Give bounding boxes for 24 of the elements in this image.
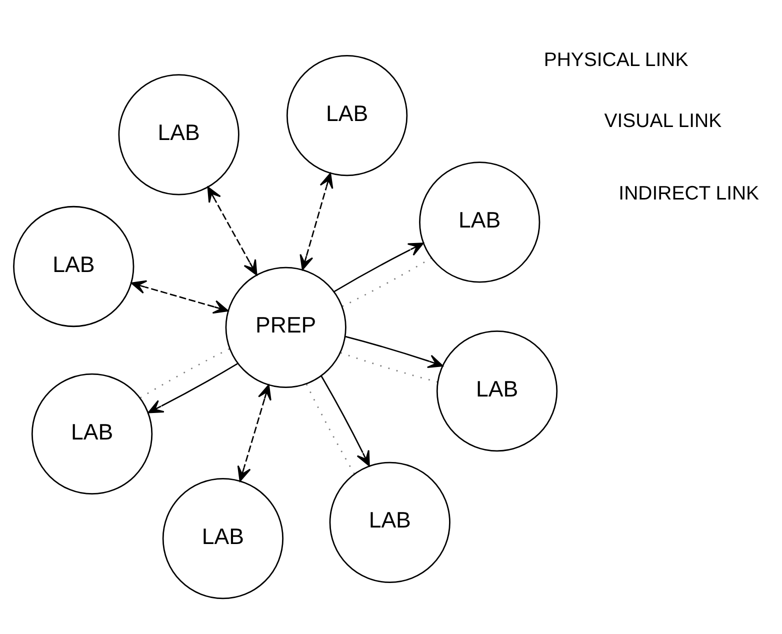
arrow — [237, 384, 272, 482]
arrow — [345, 336, 444, 368]
node-circle: LAB — [329, 462, 450, 584]
node-circle: LAB — [31, 373, 153, 495]
arrow — [300, 172, 334, 270]
legend-label: INDIRECT LINK — [618, 182, 760, 205]
node-circle: LAB — [118, 74, 240, 196]
node-circle: LAB — [436, 330, 558, 452]
connector — [340, 352, 438, 383]
arrow — [334, 242, 424, 292]
arrow — [320, 376, 370, 466]
node-circle: LAB — [162, 478, 284, 600]
legend-label: VISUAL LINK — [604, 110, 722, 132]
node-circle: PREP — [225, 266, 346, 388]
node-circle: LAB — [419, 162, 540, 283]
connector — [306, 384, 355, 474]
arrow — [207, 186, 258, 276]
node-circle: LAB — [13, 206, 134, 328]
connector — [140, 348, 230, 398]
node-circle: LAB — [286, 55, 408, 176]
legend-label: PHYSICAL LINK — [544, 48, 688, 71]
arrow — [130, 280, 229, 314]
arrow — [148, 363, 238, 414]
connector — [342, 258, 432, 308]
